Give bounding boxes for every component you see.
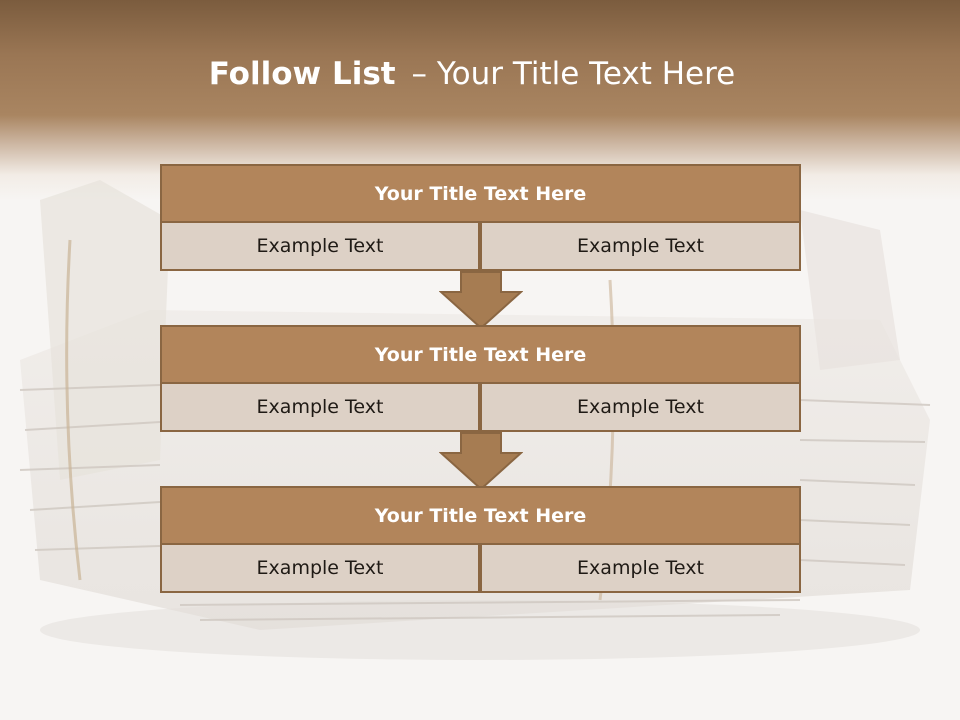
list-step-2: Your Title Text Here Example Text Exampl… (160, 325, 801, 432)
arrow-down-icon (439, 432, 523, 491)
list-step-1: Your Title Text Here Example Text Exampl… (160, 164, 801, 271)
step-right-text: Example Text (480, 382, 801, 432)
step-title: Your Title Text Here (160, 486, 801, 545)
step-title: Your Title Text Here (160, 325, 801, 384)
title-bold: Follow List (208, 56, 396, 92)
step-right-text: Example Text (480, 221, 801, 271)
step-left-text: Example Text (160, 382, 480, 432)
title-rest: – Your Title Text Here (411, 56, 736, 92)
arrow-down-icon (439, 271, 523, 330)
slide-title: Follow List – Your Title Text Here (0, 56, 944, 92)
step-left-text: Example Text (160, 543, 480, 593)
list-step-3: Your Title Text Here Example Text Exampl… (160, 486, 801, 593)
step-title: Your Title Text Here (160, 164, 801, 223)
step-left-text: Example Text (160, 221, 480, 271)
step-right-text: Example Text (480, 543, 801, 593)
